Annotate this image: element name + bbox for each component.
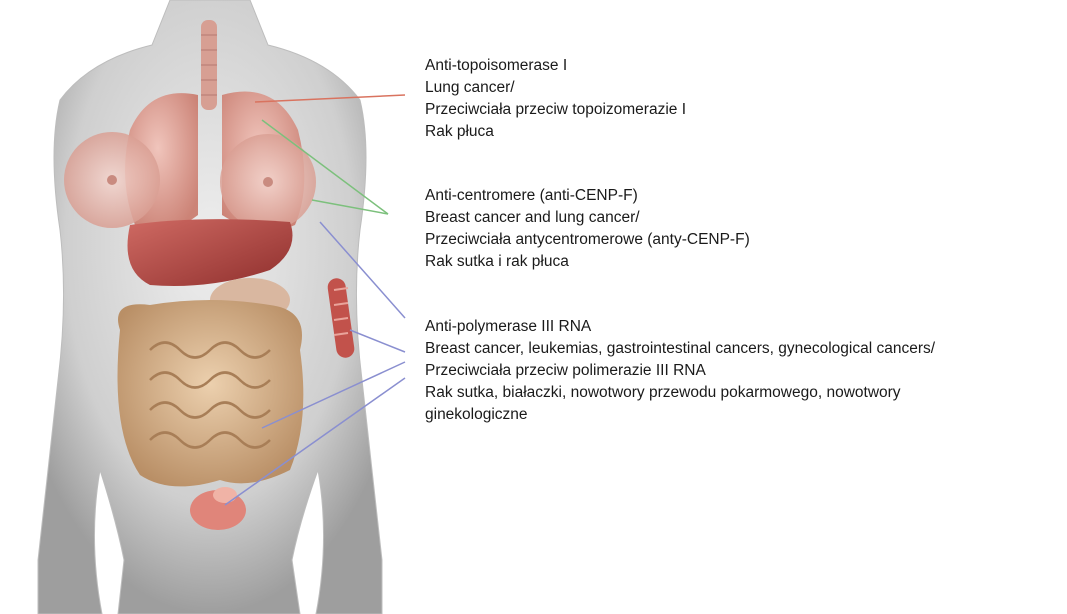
annotation-centromere: Anti-centromere (anti-CENP-F) Breast can… (425, 185, 750, 273)
trachea (201, 20, 217, 110)
annotation-polymerase: Anti-polymerase III RNA Breast cancer, l… (425, 316, 935, 426)
annotation-topoisomerase: Anti-topoisomerase I Lung cancer/ Przeci… (425, 55, 686, 143)
annotation-line: Rak płuca (425, 121, 686, 143)
annotation-line: Anti-centromere (anti-CENP-F) (425, 185, 750, 207)
annotation-line: Przeciwciała przeciw polimerazie III RNA (425, 360, 935, 382)
annotation-line: Lung cancer/ (425, 77, 686, 99)
annotation-line: Rak sutka i rak płuca (425, 251, 750, 273)
annotation-line: ginekologiczne (425, 404, 935, 426)
annotation-line: Rak sutka, białaczki, nowotwory przewodu… (425, 382, 935, 404)
annotation-line: Anti-topoisomerase I (425, 55, 686, 77)
annotation-line: Breast cancer, leukemias, gastrointestin… (425, 338, 935, 360)
intestines (118, 300, 304, 486)
annotation-line: Przeciwciała antycentromerowe (anty-CENP… (425, 229, 750, 251)
annotation-line: Anti-polymerase III RNA (425, 316, 935, 338)
annotation-line: Przeciwciała przeciw topoizomerazie I (425, 99, 686, 121)
annotation-line: Breast cancer and lung cancer/ (425, 207, 750, 229)
